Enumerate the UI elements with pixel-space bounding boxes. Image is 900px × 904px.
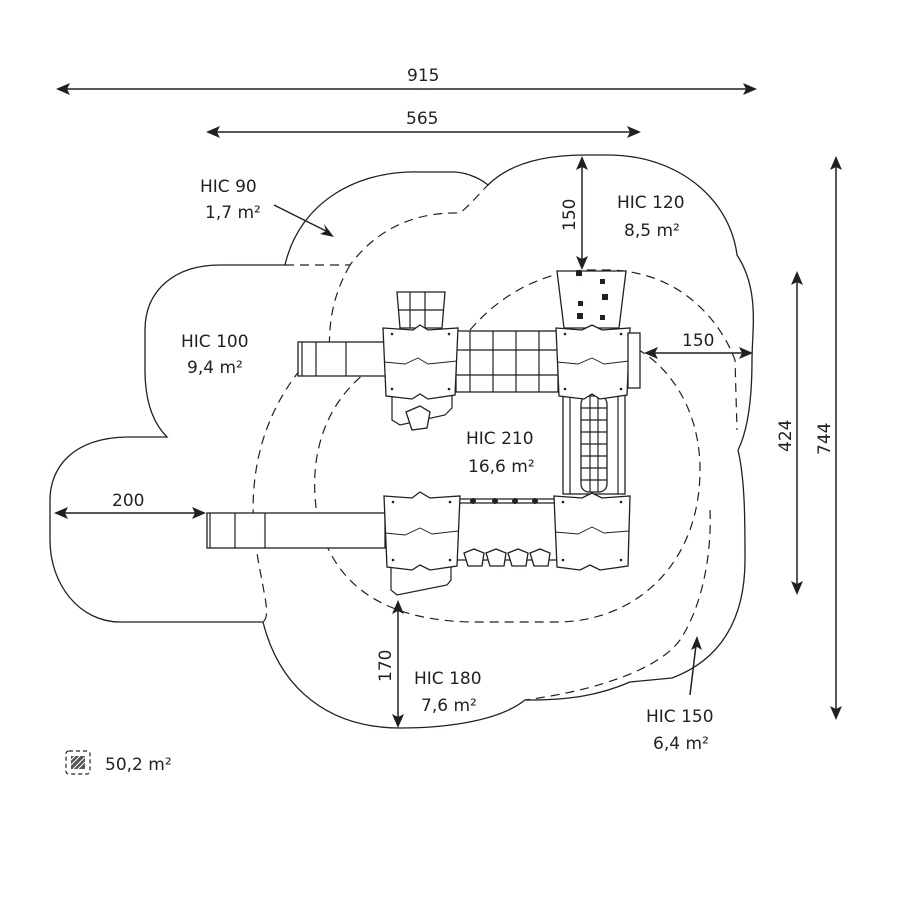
legend: 50,2 m² (65, 750, 172, 775)
leader-line-hic150 (689, 644, 697, 696)
zone-area-hic210: 16,6 m² (468, 457, 535, 477)
stepping-pods (458, 548, 556, 567)
arrow-head-icon (392, 600, 404, 614)
zone-area-hic180: 7,6 m² (421, 696, 477, 716)
leader-line-hic90 (273, 204, 327, 232)
zone-area-hic120: 8,5 m² (624, 221, 680, 241)
hatched-area-icon (65, 750, 91, 775)
arrow-head-icon (206, 126, 220, 138)
zone-label-hic210: HIC 210 (466, 429, 534, 449)
arrow-head-icon (691, 636, 702, 650)
arrow-head-icon (627, 126, 641, 138)
dim-equipment-depth: 424 (776, 420, 796, 452)
tower-bottom-left (383, 491, 461, 571)
zone-area-hic150: 6,4 m² (653, 734, 709, 754)
tower-bottom-right (553, 492, 631, 571)
loop-bridge (562, 393, 626, 495)
arrow-head-icon (576, 156, 588, 170)
arrow-head-icon (743, 83, 757, 95)
arrow-head-icon (644, 347, 658, 359)
arrow-head-icon (576, 256, 588, 270)
zone-boundary-hic90 (285, 184, 489, 266)
tower-top-right (555, 324, 641, 400)
zone-label-hic180: HIC 180 (414, 669, 482, 689)
zone-boundary-right (524, 509, 711, 701)
zone-boundary-large-left (252, 369, 301, 623)
arrow-head-icon (192, 507, 206, 519)
zone-label-hic100: HIC 100 (181, 332, 249, 352)
dim-overall-depth: 744 (815, 423, 835, 455)
arrow-head-icon (54, 507, 68, 519)
dim-equipment-width: 565 (406, 109, 438, 129)
chain-bridge (458, 498, 556, 504)
tower-top-left (382, 324, 459, 400)
handrail-bottom (390, 567, 452, 596)
arrow-head-icon (791, 271, 803, 285)
zone-label-hic150: HIC 150 (646, 707, 714, 727)
zone-label-hic90: HIC 90 (200, 177, 257, 197)
slide-access-bar-top (391, 396, 453, 431)
arrow-head-icon (739, 347, 753, 359)
arrow-head-icon (320, 224, 334, 237)
arrow-head-icon (830, 156, 842, 170)
climbing-frame (396, 291, 446, 329)
dim-bottom-clearance: 170 (376, 650, 396, 682)
climbing-wall (556, 270, 627, 329)
play-structure (206, 270, 641, 596)
legend-total-area: 50,2 m² (105, 755, 172, 775)
dim-right-clearance: 150 (682, 331, 714, 351)
slide-upper (297, 341, 387, 377)
arrow-head-icon (56, 83, 70, 95)
zone-area-hic100: 9,4 m² (187, 358, 243, 378)
zone-label-hic120: HIC 120 (617, 193, 685, 213)
dim-top-clearance: 150 (560, 199, 580, 231)
arrow-head-icon (392, 714, 404, 728)
dim-left-clearance: 200 (112, 491, 144, 511)
arrow-head-icon (830, 706, 842, 720)
slide-lower (206, 512, 386, 549)
zone-boundary-inner-loop (314, 347, 701, 623)
arrow-head-icon (791, 581, 803, 595)
zone-area-hic90: 1,7 m² (205, 203, 261, 223)
zone-boundary-top-arc (469, 269, 738, 431)
dim-overall-width: 915 (407, 66, 439, 86)
net-bridge (455, 330, 559, 393)
